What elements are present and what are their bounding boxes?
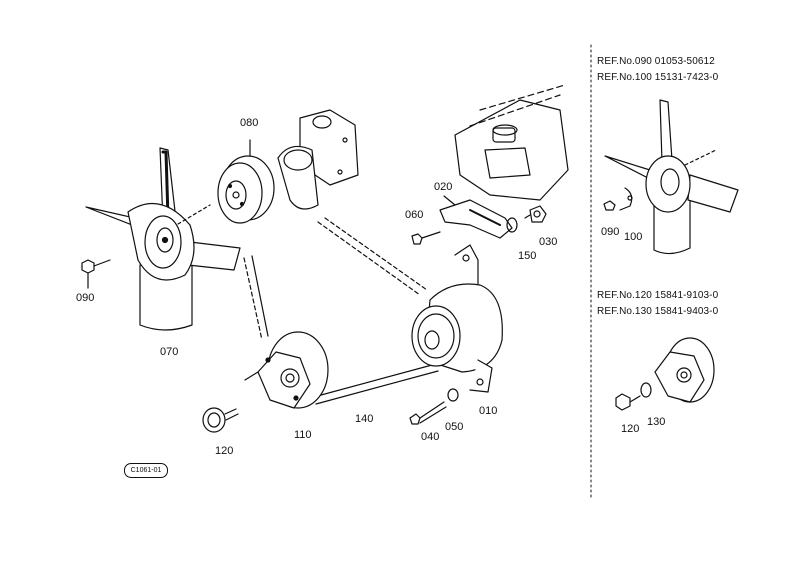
reference-line-4: REF.No.130 15841-9403-0: [597, 306, 719, 317]
callout-120: 120: [215, 445, 234, 457]
bolt-040-icon: [409, 401, 447, 425]
inset-callout-130: 130: [647, 416, 666, 428]
nut-030-icon: [524, 205, 547, 223]
engine-block-icon: [454, 84, 569, 201]
reference-line-2: REF.No.100 15131-7423-0: [597, 72, 719, 83]
callout-040: 040: [421, 431, 440, 443]
bolt-060-icon: [411, 231, 441, 245]
washer-050-icon: [447, 388, 459, 402]
bolt-090-icon: [81, 259, 111, 289]
drawing-code-stamp: C1061-01: [124, 463, 168, 478]
inset-callout-120: 120: [621, 423, 640, 435]
alternator-010-icon: [411, 244, 503, 393]
inset-callout-090: 090: [601, 226, 620, 238]
bracket-020-icon: [439, 195, 513, 239]
callout-080: 080: [240, 117, 259, 129]
callout-010: 010: [479, 405, 498, 417]
callout-140: 140: [355, 413, 374, 425]
callout-060: 060: [405, 209, 424, 221]
washer-150-icon: [506, 217, 518, 233]
callout-090: 090: [76, 292, 95, 304]
inset-fan-icon: [603, 99, 739, 255]
callout-050: 050: [445, 421, 464, 433]
callout-150: 150: [518, 250, 537, 262]
fan-icon: [85, 147, 241, 331]
bolt-120-icon: [202, 407, 239, 433]
callout-020: 020: [434, 181, 453, 193]
callout-110: 110: [294, 429, 312, 441]
v-belt-140-icon: [243, 217, 439, 405]
water-pump-icon: [277, 109, 359, 210]
inset-callout-100: 100: [624, 231, 643, 243]
pulley-080-icon: [217, 139, 275, 224]
callout-070: 070: [160, 346, 179, 358]
inset-pulley-icon: [615, 337, 715, 411]
reference-line-3: REF.No.120 15841-9103-0: [597, 290, 719, 301]
callout-030: 030: [539, 236, 558, 248]
crank-pulley-110-icon: [244, 331, 329, 409]
reference-line-1: REF.No.090 01053-50612: [597, 56, 715, 67]
